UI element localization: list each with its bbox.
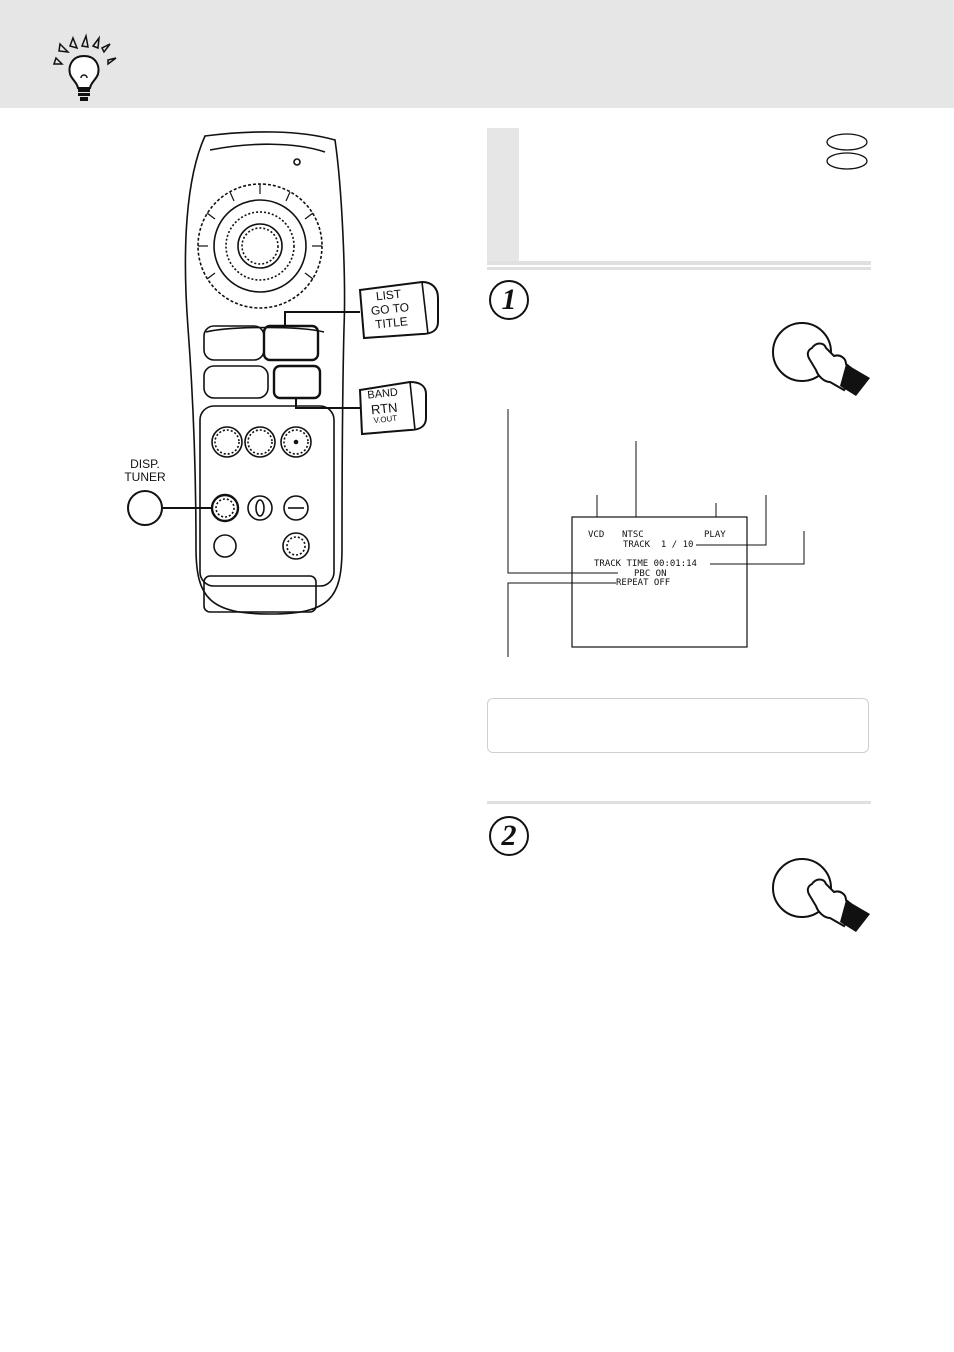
osd-track: TRACK 1 / 10 xyxy=(623,540,694,550)
section-title-box xyxy=(487,128,871,265)
osd-play: PLAY xyxy=(704,530,726,540)
disp-tuner-label: DISP. TUNER xyxy=(115,458,175,483)
disp-label-line2: TUNER xyxy=(124,470,166,484)
osd-vcd: VCD xyxy=(588,530,605,540)
step1-number-icon xyxy=(489,280,529,320)
header-band xyxy=(0,0,954,108)
note-box xyxy=(487,698,869,753)
osd-track-time: TRACK TIME 00:01:14 xyxy=(594,559,697,569)
step2-number-icon xyxy=(489,816,529,856)
press-button-hand-icon xyxy=(772,322,870,396)
step1-divider xyxy=(487,267,871,270)
osd-callout-lines xyxy=(507,409,805,657)
step2-number: 2 xyxy=(501,819,517,852)
disp-label-line1: DISP. xyxy=(130,457,160,471)
section-underline xyxy=(487,261,871,265)
disc-type-icon xyxy=(826,133,868,170)
remote-control-illustration xyxy=(127,131,439,615)
osd-pbc: PBC ON xyxy=(634,569,667,579)
press-button-hand-icon-2 xyxy=(772,858,870,932)
step1-number: 1 xyxy=(501,283,517,316)
lightbulb-tip-icon xyxy=(52,33,117,101)
list-goto-title-label: LIST GO TO TITLE xyxy=(362,286,418,332)
osd-repeat: REPEAT OFF xyxy=(616,578,671,588)
band-rtn-vout-label: BAND RTN V.OUT xyxy=(360,387,407,426)
osd-ntsc: NTSC xyxy=(622,530,644,540)
step2-divider xyxy=(487,801,871,804)
section-shade xyxy=(487,128,519,265)
